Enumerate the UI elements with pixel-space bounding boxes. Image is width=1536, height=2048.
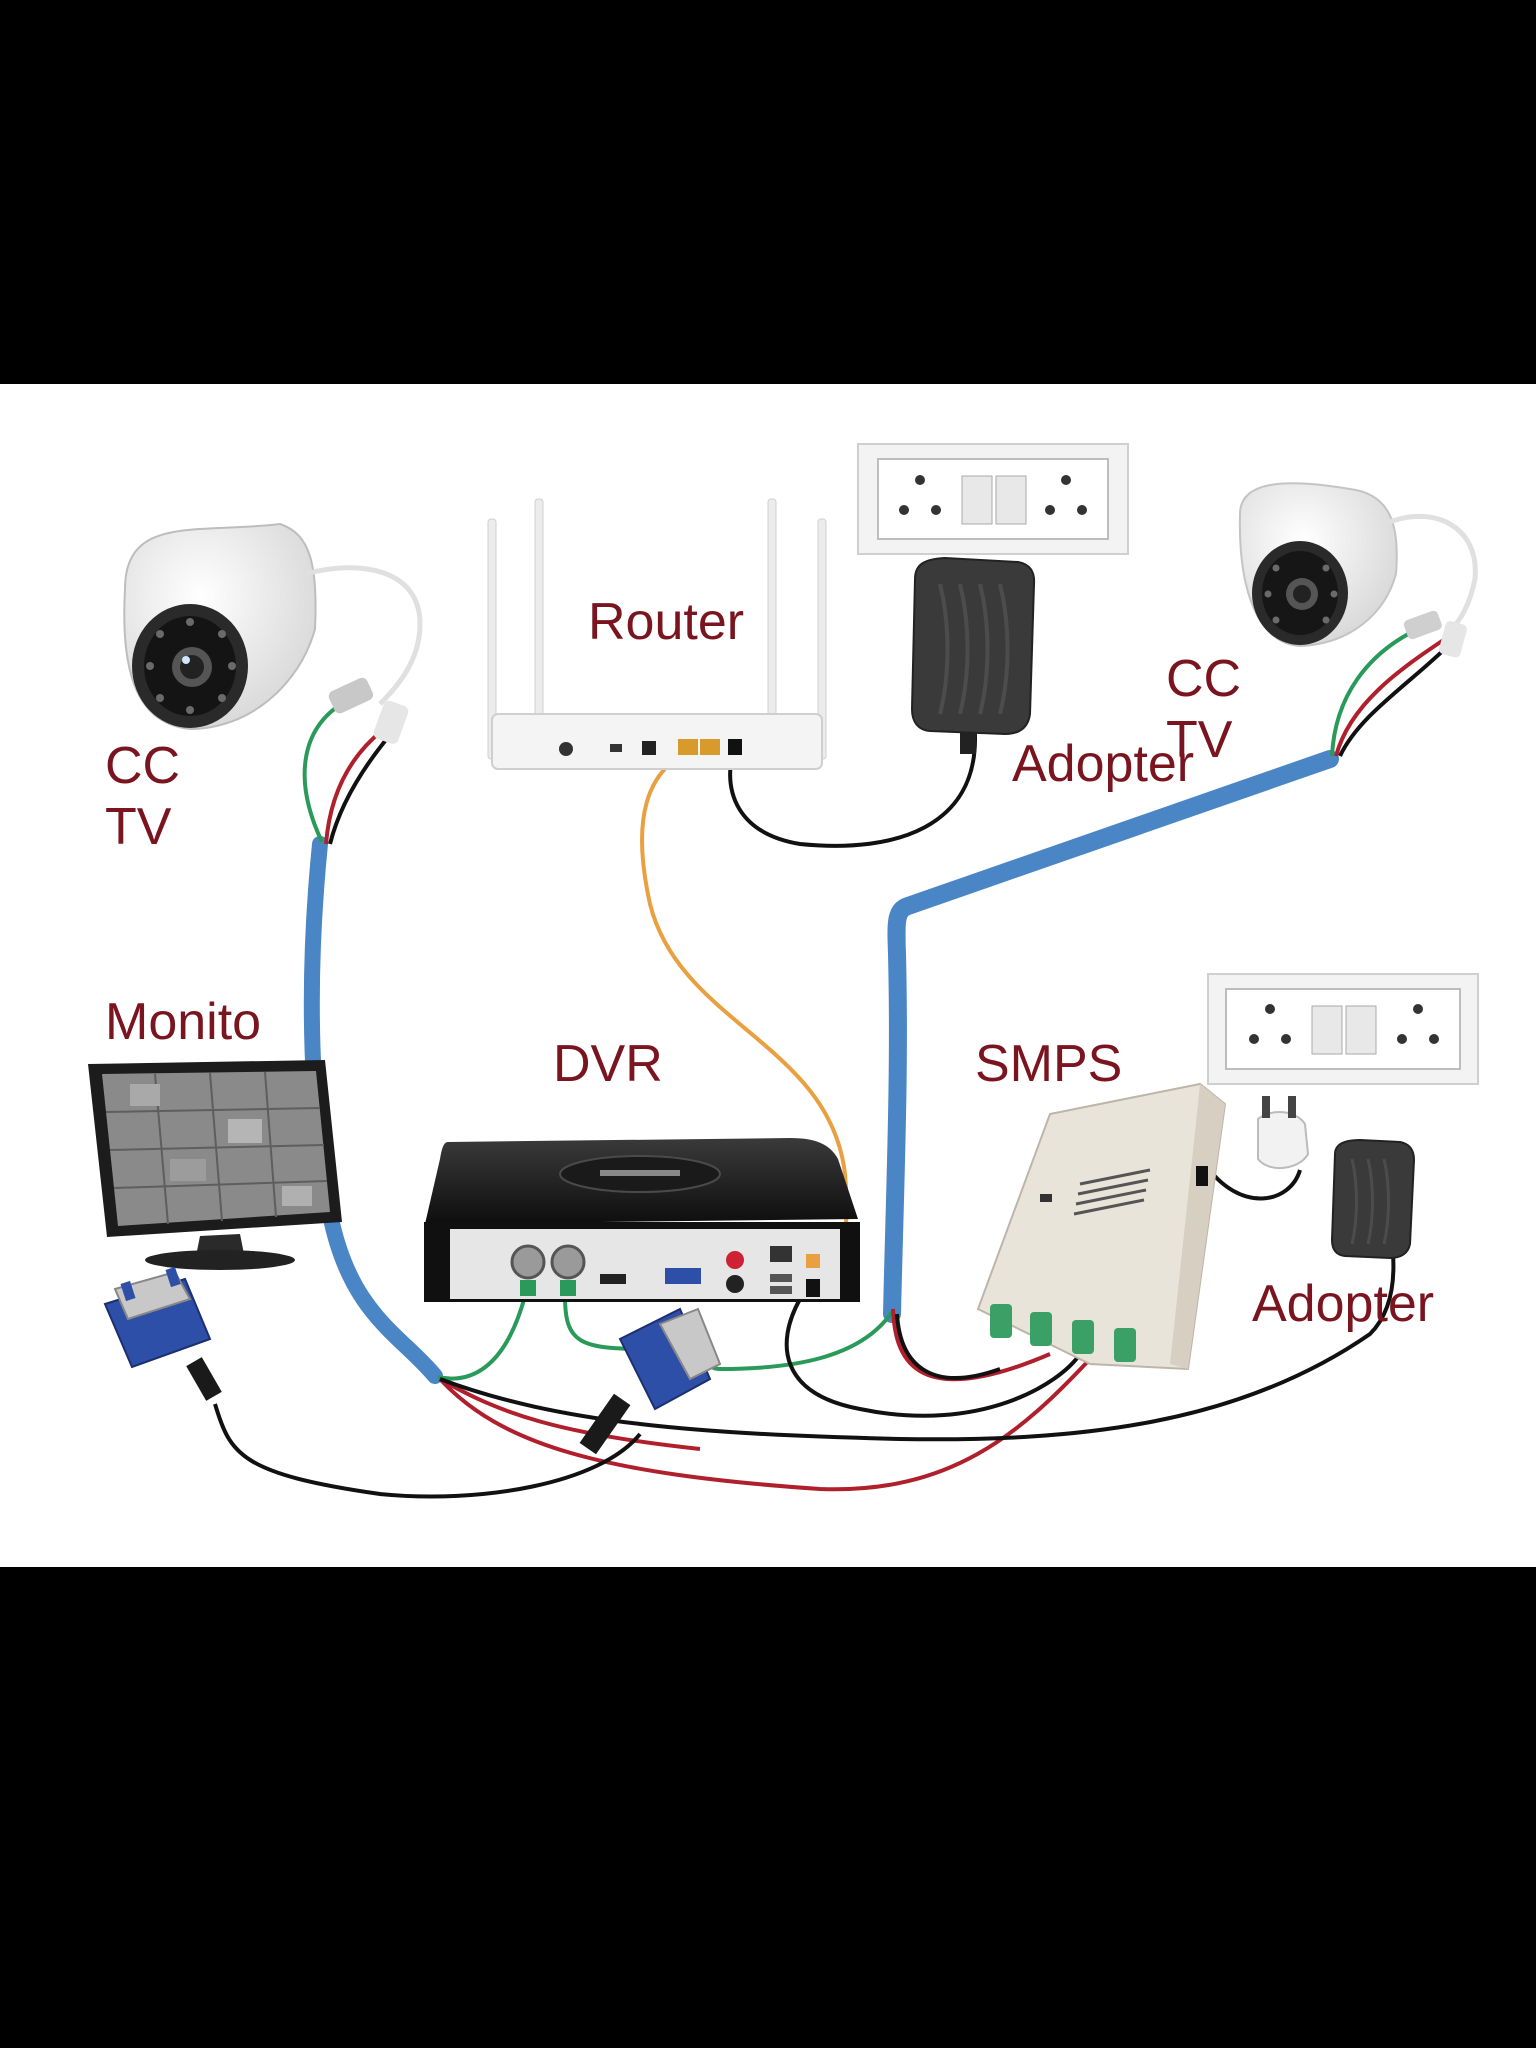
right-dome-camera [1238,482,1478,658]
vga-left [103,1266,222,1401]
label-monitor: Monito [105,993,262,1051]
right-camera-green-wire [1330,630,1413,757]
dvr [424,1138,860,1302]
label-adopter-top: Adopter [1012,735,1195,793]
adapter-bottom [1330,1138,1416,1260]
diagram-canvas: CC TV Router CC TV Adopter Monito DVR SM… [0,384,1536,1567]
right-camera-black-wire [1338,640,1454,757]
label-cctv-right: CC TV [1166,650,1242,770]
label-smps: SMPS [975,1035,1123,1093]
smps-red-wire-right [891,1308,1051,1382]
left-camera-green-wire [302,700,346,843]
label-cctv-left: CC TV [105,737,181,857]
cables [213,630,1454,1499]
wiring-diagram [88,443,1479,1499]
socket-top [857,443,1129,555]
monitor-vga-black-wire [213,1403,642,1499]
adapter-top [910,556,1036,754]
right-coax-cable [883,750,1339,1323]
socket-bottom [1207,973,1479,1085]
dvr-video-green-left [437,1295,527,1381]
router [487,498,827,770]
smps-red-wire-left [438,1357,1092,1492]
smps-red-wire-mid [438,1377,701,1451]
left-dome-camera [123,522,423,744]
label-router: Router [588,593,745,651]
left-coax-cable [303,836,443,1384]
label-dvr: DVR [553,1035,663,1093]
monitor [88,1060,342,1270]
vga-dvr [579,1307,722,1455]
dvr-video-green-right [563,1295,894,1372]
smps-plug-black-wire [1203,1162,1302,1201]
smps-return-black-wire [895,1313,1001,1380]
dvr-power-black-wire [784,1298,1082,1418]
smps [976,1082,1227,1371]
plug [1257,1096,1310,1170]
label-adopter-bottom: Adopter [1252,1275,1435,1333]
right-camera-red-wire [1334,637,1447,757]
